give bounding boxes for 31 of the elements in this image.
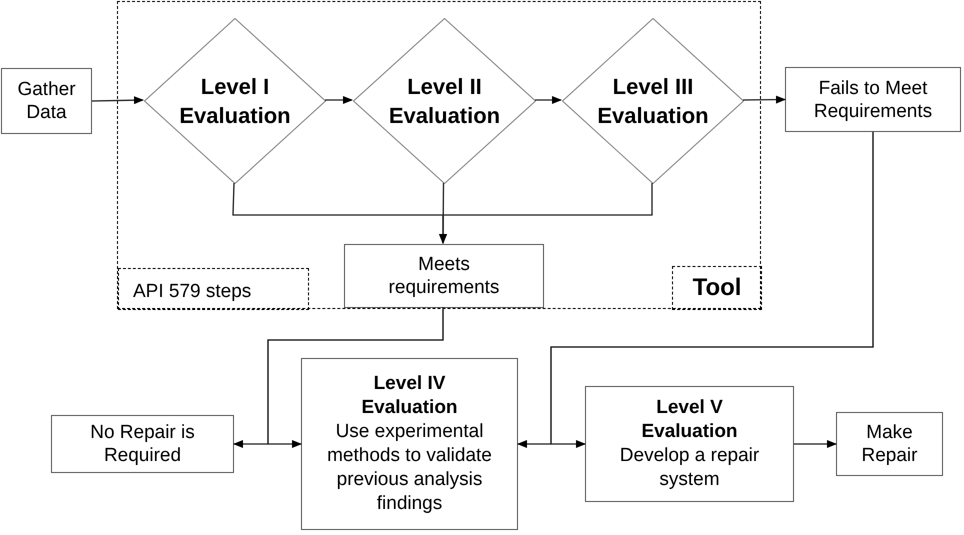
process-box xyxy=(51,415,234,473)
process-box xyxy=(344,244,544,308)
diamond-label: Level II Evaluation xyxy=(388,73,502,130)
box-label: API 579 steps xyxy=(132,280,252,302)
box-label: Meets requirements xyxy=(388,253,500,299)
box-label: Develop a repair system xyxy=(618,444,760,492)
box-label: Use experimental methods to validate previous analysis findings xyxy=(326,420,493,516)
dashed-boundary xyxy=(117,1,761,309)
process-box xyxy=(785,67,961,132)
process-box xyxy=(585,386,794,502)
process-box xyxy=(1,68,92,134)
process-box xyxy=(301,358,518,530)
arrow xyxy=(794,440,837,448)
diamond-label: Level III Evaluation xyxy=(596,73,710,130)
arrow xyxy=(325,96,353,104)
arrow xyxy=(535,96,562,104)
process-box xyxy=(836,412,943,476)
arrow xyxy=(743,96,786,104)
box-label: No Repair is Required xyxy=(89,421,196,467)
diamond-label: Level I Evaluation xyxy=(178,73,292,130)
arrow xyxy=(439,183,653,244)
box-label: Level IV Evaluation xyxy=(360,372,459,420)
box-label: Tool xyxy=(692,273,742,303)
dashed-tag-box xyxy=(672,266,762,310)
dashed-tag-box xyxy=(118,268,309,310)
arrow xyxy=(267,307,444,448)
box-label: Fails to Meet Requirements xyxy=(812,76,934,122)
arrow xyxy=(92,96,144,104)
box-label: Level V Evaluation xyxy=(640,396,739,444)
box-label: Make Repair xyxy=(860,421,918,467)
box-label: Gather Data xyxy=(16,78,77,124)
